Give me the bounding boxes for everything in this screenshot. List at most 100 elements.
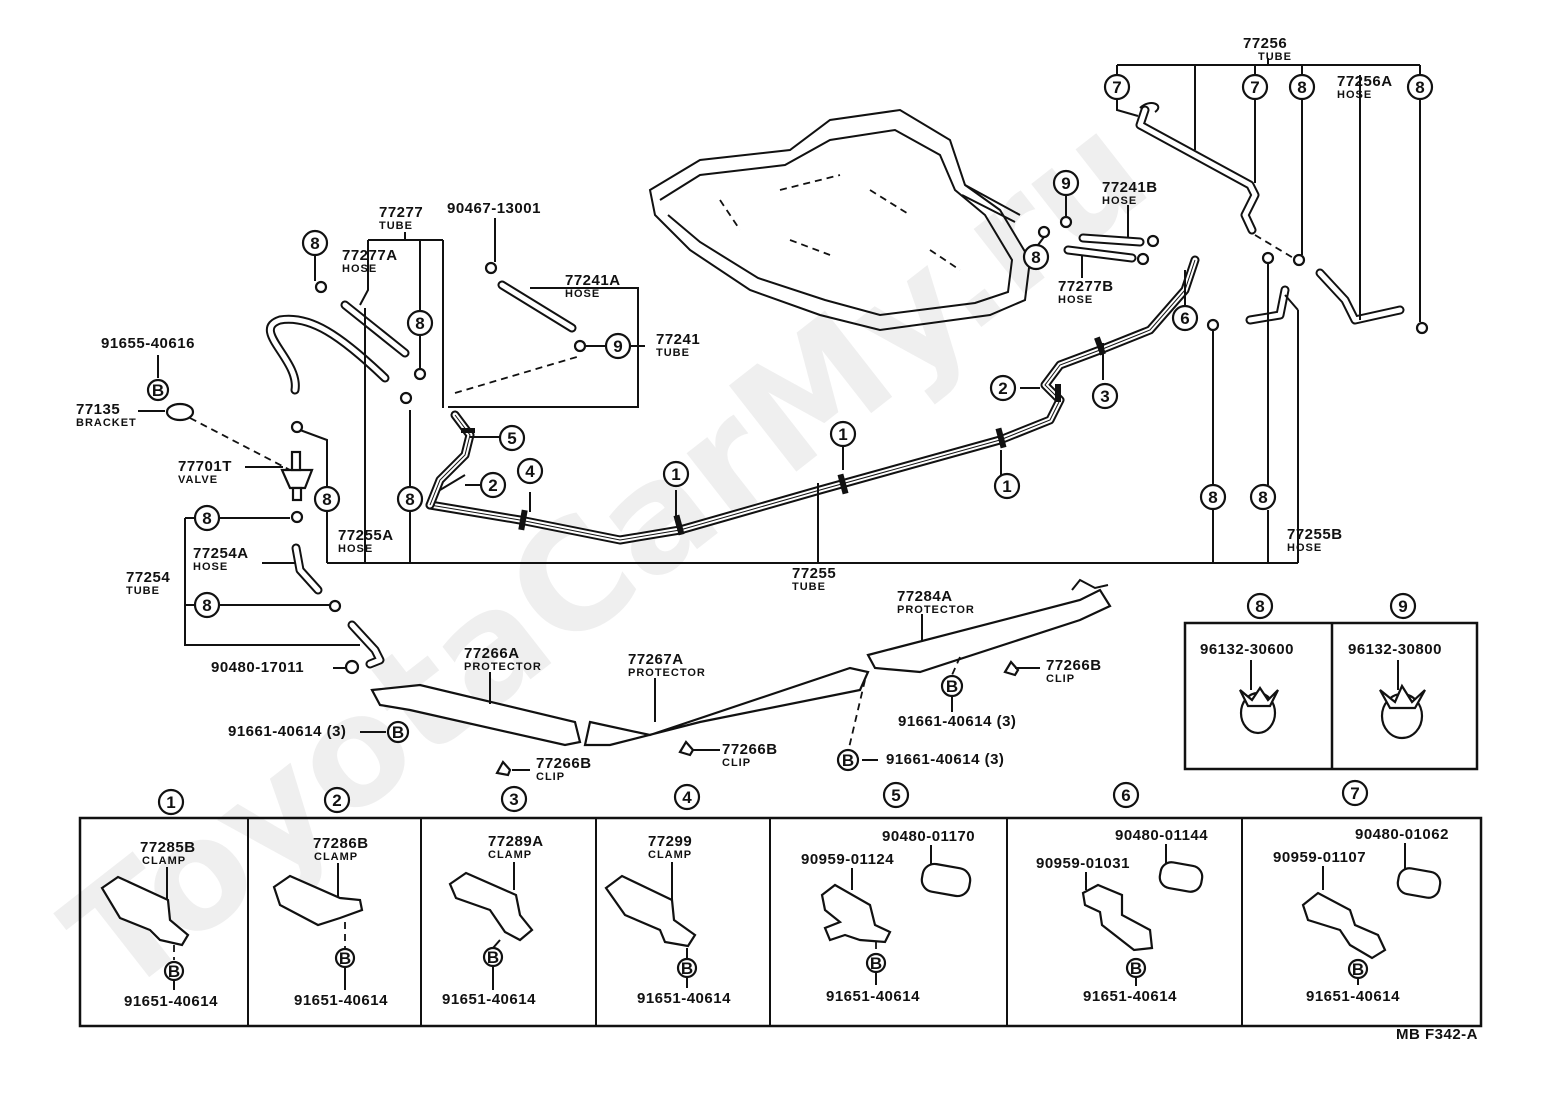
- bolt-callout-b[interactable]: B: [836, 748, 860, 772]
- label-77241A[interactable]: 77241A: [565, 272, 621, 289]
- label-77266A[interactable]: 77266A: [464, 645, 520, 662]
- label-91661-40614[interactable]: 91661-40614 (3): [898, 713, 1016, 730]
- svg-text:TUBE: TUBE: [126, 585, 160, 597]
- label-77241B[interactable]: 77241B: [1102, 179, 1158, 196]
- label-77241[interactable]: 77241: [656, 331, 700, 348]
- svg-text:8: 8: [405, 490, 414, 509]
- svg-text:5: 5: [891, 786, 900, 805]
- callout-2[interactable]: 2: [479, 471, 507, 499]
- callout-8[interactable]: 8: [193, 504, 221, 532]
- label-90480-17011[interactable]: 90480-17011: [211, 659, 304, 676]
- clamp-box-2[interactable]: 2 77286B CLAMP B 91651-40614: [272, 786, 388, 1009]
- bolt-callout-b[interactable]: B: [386, 720, 410, 744]
- svg-text:7: 7: [1112, 78, 1121, 97]
- bolt-part-number: 91651-40614: [124, 993, 218, 1010]
- svg-text:8: 8: [202, 596, 211, 615]
- tube-77256-drawing: [1135, 102, 1301, 263]
- clip-box-8[interactable]: 8 96132-30600: [1200, 592, 1294, 735]
- svg-text:2: 2: [332, 791, 341, 810]
- callout-3[interactable]: 3: [1091, 382, 1119, 410]
- svg-text:2: 2: [488, 476, 497, 495]
- clamp-part-number: 77299: [648, 833, 692, 850]
- label-77266B[interactable]: 77266B: [722, 741, 778, 758]
- callout-5[interactable]: 5: [498, 424, 526, 452]
- clamp-icon: [272, 874, 364, 927]
- svg-text:HOSE: HOSE: [193, 561, 228, 573]
- clamp-box-6[interactable]: 6 90480-01144 90959-01031 B 91651-40614: [1036, 781, 1208, 1005]
- callout-8[interactable]: 8: [313, 485, 341, 513]
- svg-text:CLIP: CLIP: [1046, 673, 1075, 685]
- label-77267A[interactable]: 77267A: [628, 651, 684, 668]
- callout-8[interactable]: 8: [1249, 483, 1277, 511]
- label-90467-13001[interactable]: 90467-13001: [447, 200, 541, 217]
- label-77254[interactable]: 77254: [126, 569, 170, 586]
- clamp-icon: [1081, 883, 1154, 952]
- grommet-part-number: 90480-01170: [882, 828, 975, 845]
- clamp-box-4[interactable]: 4 77299 CLAMP B 91651-40614: [604, 783, 731, 1007]
- label-77277B[interactable]: 77277B: [1058, 278, 1114, 295]
- callout-8[interactable]: 8: [1288, 73, 1316, 101]
- label-91661-40614[interactable]: 91661-40614 (3): [228, 723, 346, 740]
- callout-6[interactable]: 6: [1171, 304, 1199, 332]
- svg-text:1: 1: [166, 793, 175, 812]
- clamp-box-7[interactable]: 7 90480-01062 90959-01107 B 91651-40614: [1273, 779, 1449, 1005]
- callout-4[interactable]: 4: [516, 457, 544, 485]
- bolt-callout-b[interactable]: B: [940, 674, 964, 698]
- label-77277[interactable]: 77277: [379, 204, 423, 221]
- svg-text:8: 8: [322, 490, 331, 509]
- svg-text:HOSE: HOSE: [1102, 195, 1137, 207]
- callout-2[interactable]: 2: [989, 374, 1017, 402]
- callout-8[interactable]: 8: [193, 591, 221, 619]
- svg-text:8: 8: [1208, 488, 1217, 507]
- label-77255[interactable]: 77255: [792, 565, 836, 582]
- svg-text:4: 4: [682, 788, 692, 807]
- clip-part-number: 96132-30800: [1348, 641, 1442, 658]
- label-77266B[interactable]: 77266B: [536, 755, 592, 772]
- grommet-icon: [1158, 861, 1204, 893]
- bolt-part-number: 91651-40614: [1306, 988, 1400, 1005]
- svg-text:CLAMP: CLAMP: [142, 855, 186, 867]
- clip-box-9[interactable]: 9 96132-30800: [1348, 592, 1442, 740]
- callout-8[interactable]: 8: [301, 229, 329, 257]
- svg-text:TUBE: TUBE: [1258, 51, 1292, 63]
- callout-1[interactable]: 1: [829, 420, 857, 448]
- label-77255B[interactable]: 77255B: [1287, 526, 1343, 543]
- label-77254A[interactable]: 77254A: [193, 545, 249, 562]
- bolt-part-number: 91651-40614: [826, 988, 920, 1005]
- svg-text:CLIP: CLIP: [536, 771, 565, 783]
- callout-9[interactable]: 9: [604, 332, 632, 360]
- callout-8[interactable]: 8: [1199, 483, 1227, 511]
- callout-8[interactable]: 8: [396, 485, 424, 513]
- label-77135[interactable]: 77135: [76, 401, 120, 418]
- svg-text:HOSE: HOSE: [1337, 89, 1372, 101]
- callout-8[interactable]: 8: [1406, 73, 1434, 101]
- clamp-box-1[interactable]: 1 77285B CLAMP B 91651-40614: [100, 788, 218, 1010]
- bracket-77135-drawing: [165, 402, 195, 422]
- callout-7[interactable]: 7: [1103, 73, 1131, 101]
- callout-1[interactable]: 1: [662, 460, 690, 488]
- clamp-box-5[interactable]: 5 90480-01170 90959-01124 B 91651-40614: [801, 781, 975, 1005]
- callout-7[interactable]: 7: [1241, 73, 1269, 101]
- svg-text:B: B: [1352, 960, 1364, 979]
- svg-text:8: 8: [1297, 78, 1306, 97]
- callout-9[interactable]: 9: [1052, 169, 1080, 197]
- callout-8[interactable]: 8: [406, 309, 434, 337]
- label-91655-40616[interactable]: 91655-40616: [101, 335, 195, 352]
- svg-text:6: 6: [1121, 786, 1130, 805]
- label-77256A[interactable]: 77256A: [1337, 73, 1393, 90]
- label-77701T[interactable]: 77701T: [178, 458, 232, 475]
- svg-text:2: 2: [998, 379, 1007, 398]
- callout-1[interactable]: 1: [993, 472, 1021, 500]
- label-77277A[interactable]: 77277A: [342, 247, 398, 264]
- bolt-callout-b[interactable]: B: [146, 378, 170, 402]
- leader-lines: [138, 58, 1421, 771]
- label-77266B[interactable]: 77266B: [1046, 657, 1102, 674]
- label-77255A[interactable]: 77255A: [338, 527, 394, 544]
- clamp-box-3[interactable]: 3 77289A CLAMP B 91651-40614: [442, 785, 544, 1008]
- label-91661-40614[interactable]: 91661-40614 (3): [886, 751, 1004, 768]
- callout-8[interactable]: 8: [1022, 243, 1050, 271]
- label-77256[interactable]: 77256: [1243, 35, 1287, 52]
- label-77284A[interactable]: 77284A: [897, 588, 953, 605]
- svg-text:PROTECTOR: PROTECTOR: [897, 604, 975, 616]
- grommet-icon: [920, 862, 972, 898]
